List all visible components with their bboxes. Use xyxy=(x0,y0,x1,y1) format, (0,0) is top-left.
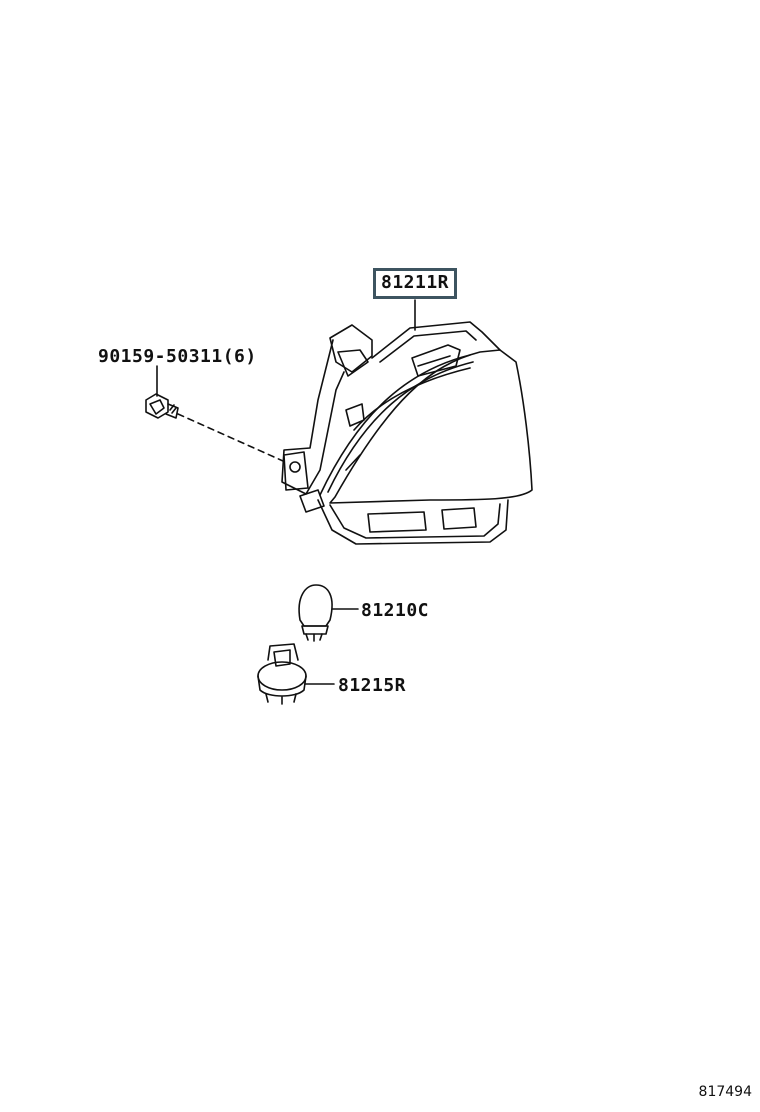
bolt-drawing xyxy=(145,365,284,462)
bulb-drawing xyxy=(298,584,359,642)
bolt-part-label[interactable]: 90159-50311(6) xyxy=(98,346,257,367)
lamp-assembly-drawing xyxy=(281,321,533,545)
bulb-part-label[interactable]: 81210C xyxy=(361,600,430,621)
socket-drawing xyxy=(257,643,335,705)
lamp-assembly-part-label[interactable]: 81211R xyxy=(373,268,458,299)
catalog-number: 817494 xyxy=(698,1084,752,1100)
socket-part-label[interactable]: 81215R xyxy=(338,675,407,696)
